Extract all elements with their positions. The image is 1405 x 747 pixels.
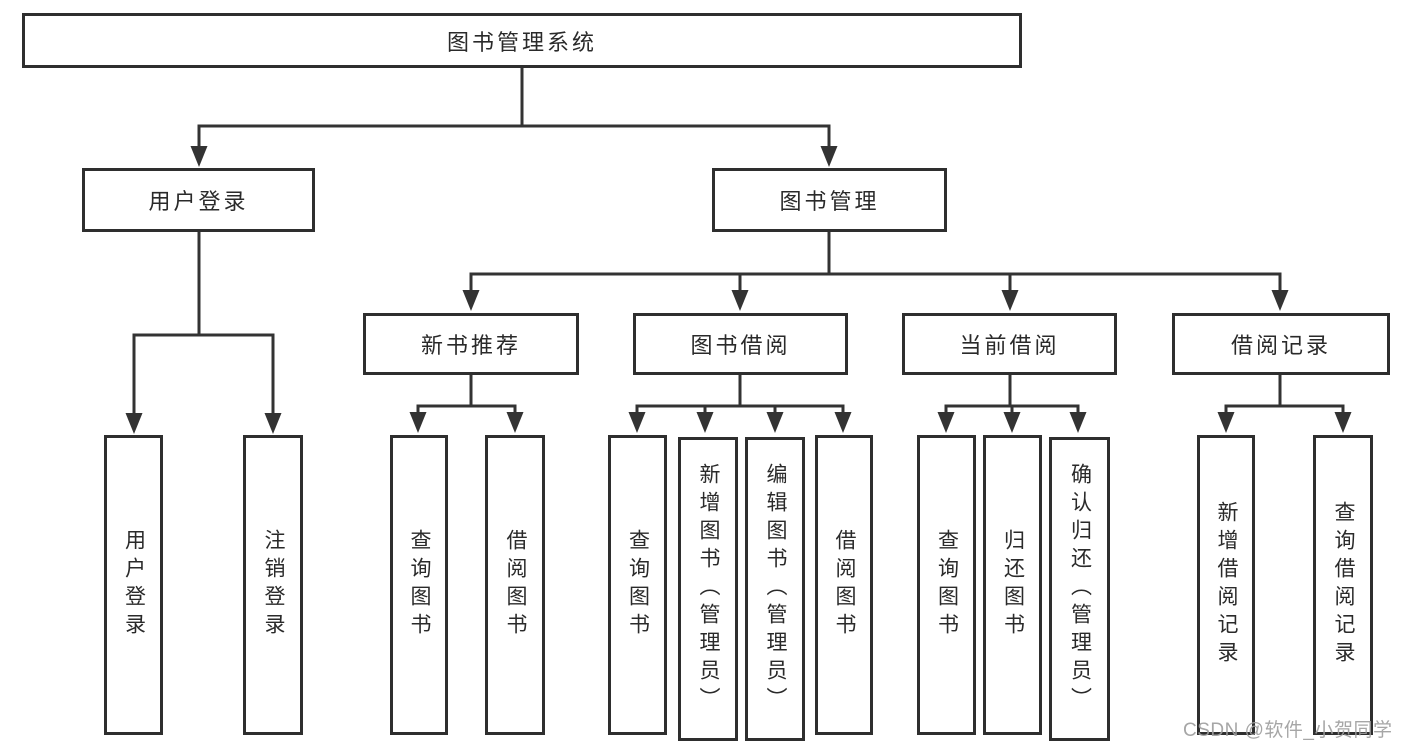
node-new-book-recommend-label: 新书推荐 — [420, 333, 521, 358]
leaf-borrow-query-books: 查询图书 — [608, 435, 667, 735]
leaf-borrow-add-books-admin: 新增图书（管理员） — [678, 437, 738, 741]
leaf-records-query-record: 查询借阅记录 — [1313, 435, 1373, 735]
leaf-records-add-record-label: 新增借阅记录 — [1215, 501, 1239, 669]
leaf-logout-login: 注销登录 — [243, 435, 303, 735]
leaf-borrow-borrow-books: 借阅图书 — [815, 435, 873, 735]
leaf-current-query-books: 查询图书 — [917, 435, 976, 735]
node-borrow-records-label: 借阅记录 — [1230, 333, 1331, 358]
leaf-current-return-books: 归还图书 — [983, 435, 1042, 735]
node-current-borrow-label: 当前借阅 — [959, 333, 1060, 358]
node-book-management-label: 图书管理 — [779, 189, 880, 214]
connector-current-to-leaves — [944, 373, 1080, 417]
connector-userlogin-to-leaves — [132, 230, 275, 417]
leaf-borrow-query-books-label: 查询图书 — [626, 529, 650, 641]
connector-bookmgmt-to-level3 — [469, 230, 1282, 295]
connector-borrow-to-leaves — [635, 373, 845, 417]
leaf-user-login-label: 用户登录 — [122, 529, 146, 641]
node-user-login: 用户登录 — [82, 168, 315, 232]
connector-records-to-leaves — [1224, 373, 1345, 417]
leaf-borrow-borrow-books-label: 借阅图书 — [833, 529, 857, 641]
leaf-records-add-record: 新增借阅记录 — [1197, 435, 1255, 735]
node-current-borrow: 当前借阅 — [902, 313, 1117, 375]
leaf-borrow-add-books-admin-label: 新增图书（管理员） — [697, 463, 721, 715]
leaf-recommend-query-books: 查询图书 — [390, 435, 448, 735]
leaf-recommend-borrow-books: 借阅图书 — [485, 435, 545, 735]
leaf-recommend-query-books-label: 查询图书 — [408, 529, 432, 641]
arrowheads — [125, 146, 1352, 434]
leaf-current-confirm-return-admin-label: 确认归还（管理员） — [1068, 463, 1092, 715]
leaf-user-login: 用户登录 — [104, 435, 163, 735]
leaf-current-query-books-label: 查询图书 — [935, 529, 959, 641]
leaf-recommend-borrow-books-label: 借阅图书 — [504, 529, 528, 641]
leaf-current-return-books-label: 归还图书 — [1001, 529, 1025, 641]
node-root-library-system: 图书管理系统 — [22, 13, 1022, 68]
node-borrow-records: 借阅记录 — [1172, 313, 1390, 375]
node-root-label: 图书管理系统 — [446, 29, 597, 55]
connector-recommend-to-leaves — [416, 373, 517, 417]
leaf-borrow-edit-books-admin: 编辑图书（管理员） — [745, 437, 805, 741]
node-book-management: 图书管理 — [712, 168, 947, 232]
leaf-borrow-edit-books-admin-label: 编辑图书（管理员） — [764, 463, 788, 715]
leaf-records-query-record-label: 查询借阅记录 — [1332, 501, 1356, 669]
node-new-book-recommend: 新书推荐 — [363, 313, 579, 375]
connector-root-to-level2 — [197, 66, 831, 151]
node-user-login-label: 用户登录 — [148, 189, 249, 214]
node-book-borrow: 图书借阅 — [633, 313, 848, 375]
node-book-borrow-label: 图书借阅 — [690, 333, 791, 358]
leaf-logout-login-label: 注销登录 — [262, 529, 286, 641]
leaf-current-confirm-return-admin: 确认归还（管理员） — [1049, 437, 1110, 741]
csdn-watermark: CSDN @软件_小贺同学 — [1183, 720, 1393, 741]
